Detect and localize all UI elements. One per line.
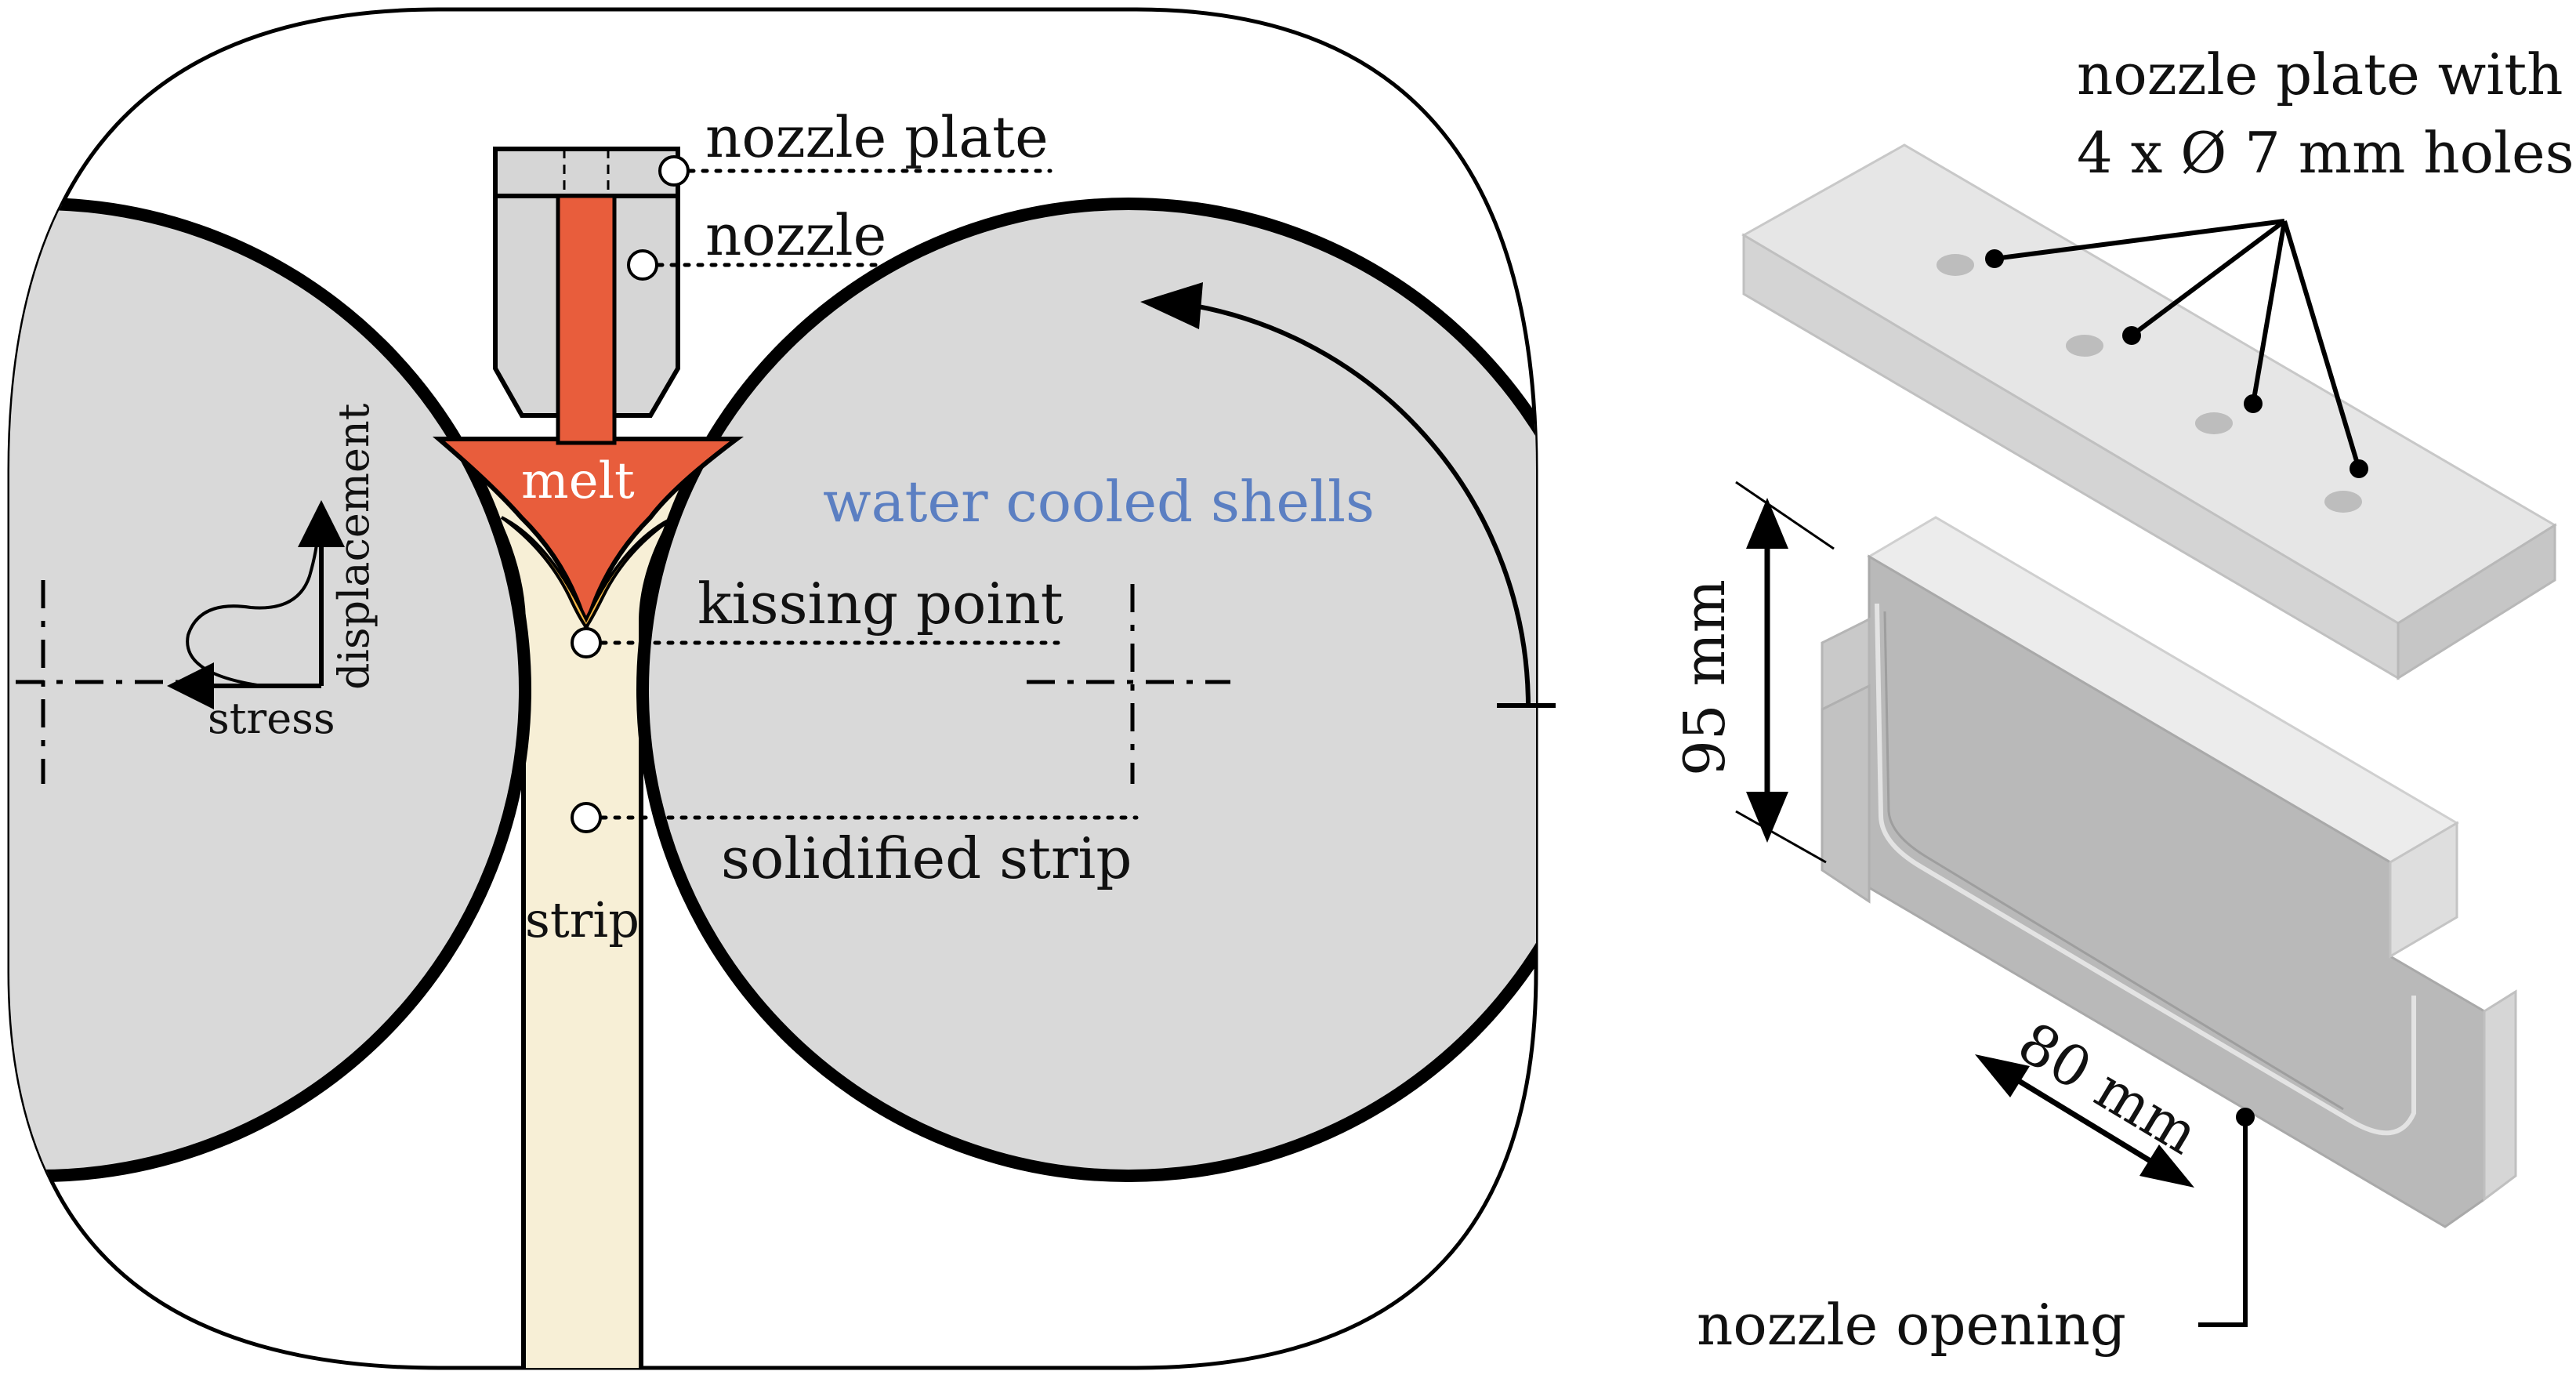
label-water-cooled-shells: water cooled shells: [823, 469, 1375, 535]
height-dimension: [1735, 481, 1835, 864]
nozzle-plate-point: [658, 155, 690, 187]
label-melt: melt: [521, 452, 635, 510]
kissing-point-marker: [571, 627, 602, 658]
nozzle-point: [627, 249, 658, 281]
label-displacement: displacement: [329, 403, 379, 690]
rotation-arrow: [1167, 299, 1531, 706]
holes-pointer-lines: [1994, 219, 2361, 470]
left-roll-center-mark: [16, 580, 188, 784]
label-nozzle: nozzle: [705, 202, 886, 268]
nozzle-channel: [556, 194, 617, 445]
label-nozzle-plate: nozzle plate: [705, 104, 1049, 170]
left-process-diagram: nozzle plate nozzle melt water cooled sh…: [7, 7, 1556, 1370]
nozzle-plate: [493, 147, 680, 198]
label-holes-spec: 4 x Ø 7 mm holes: [2077, 120, 2574, 186]
label-nozzle-opening: nozzle opening: [1697, 1292, 2126, 1358]
width-dimension: [1975, 1054, 2194, 1188]
nozzle-opening-pointer: [2198, 1117, 2248, 1327]
label-stress: stress: [208, 694, 335, 743]
label-height-dim: 95 mm: [1672, 579, 1737, 776]
label-strip: strip: [525, 891, 639, 949]
nozzle-body-3d: [1821, 516, 2517, 1228]
right-nozzle-3d-diagram: 95 mm 80 mm nozzle plate with 4 x Ø 7 mm…: [1672, 42, 2574, 1358]
label-solidified-strip: solidified strip: [721, 825, 1132, 891]
right-roll-center-mark: [1027, 584, 1230, 784]
label-nozzle-plate-with: nozzle plate with: [2077, 42, 2563, 107]
solidified-strip-point: [571, 802, 602, 833]
nozzle-plate-3d: [1741, 143, 2557, 680]
right-roll: [636, 198, 1536, 1182]
label-kissing-point: kissing point: [697, 571, 1063, 637]
solidifying-shell: [500, 516, 676, 630]
stress-displacement-plot: [167, 500, 345, 709]
